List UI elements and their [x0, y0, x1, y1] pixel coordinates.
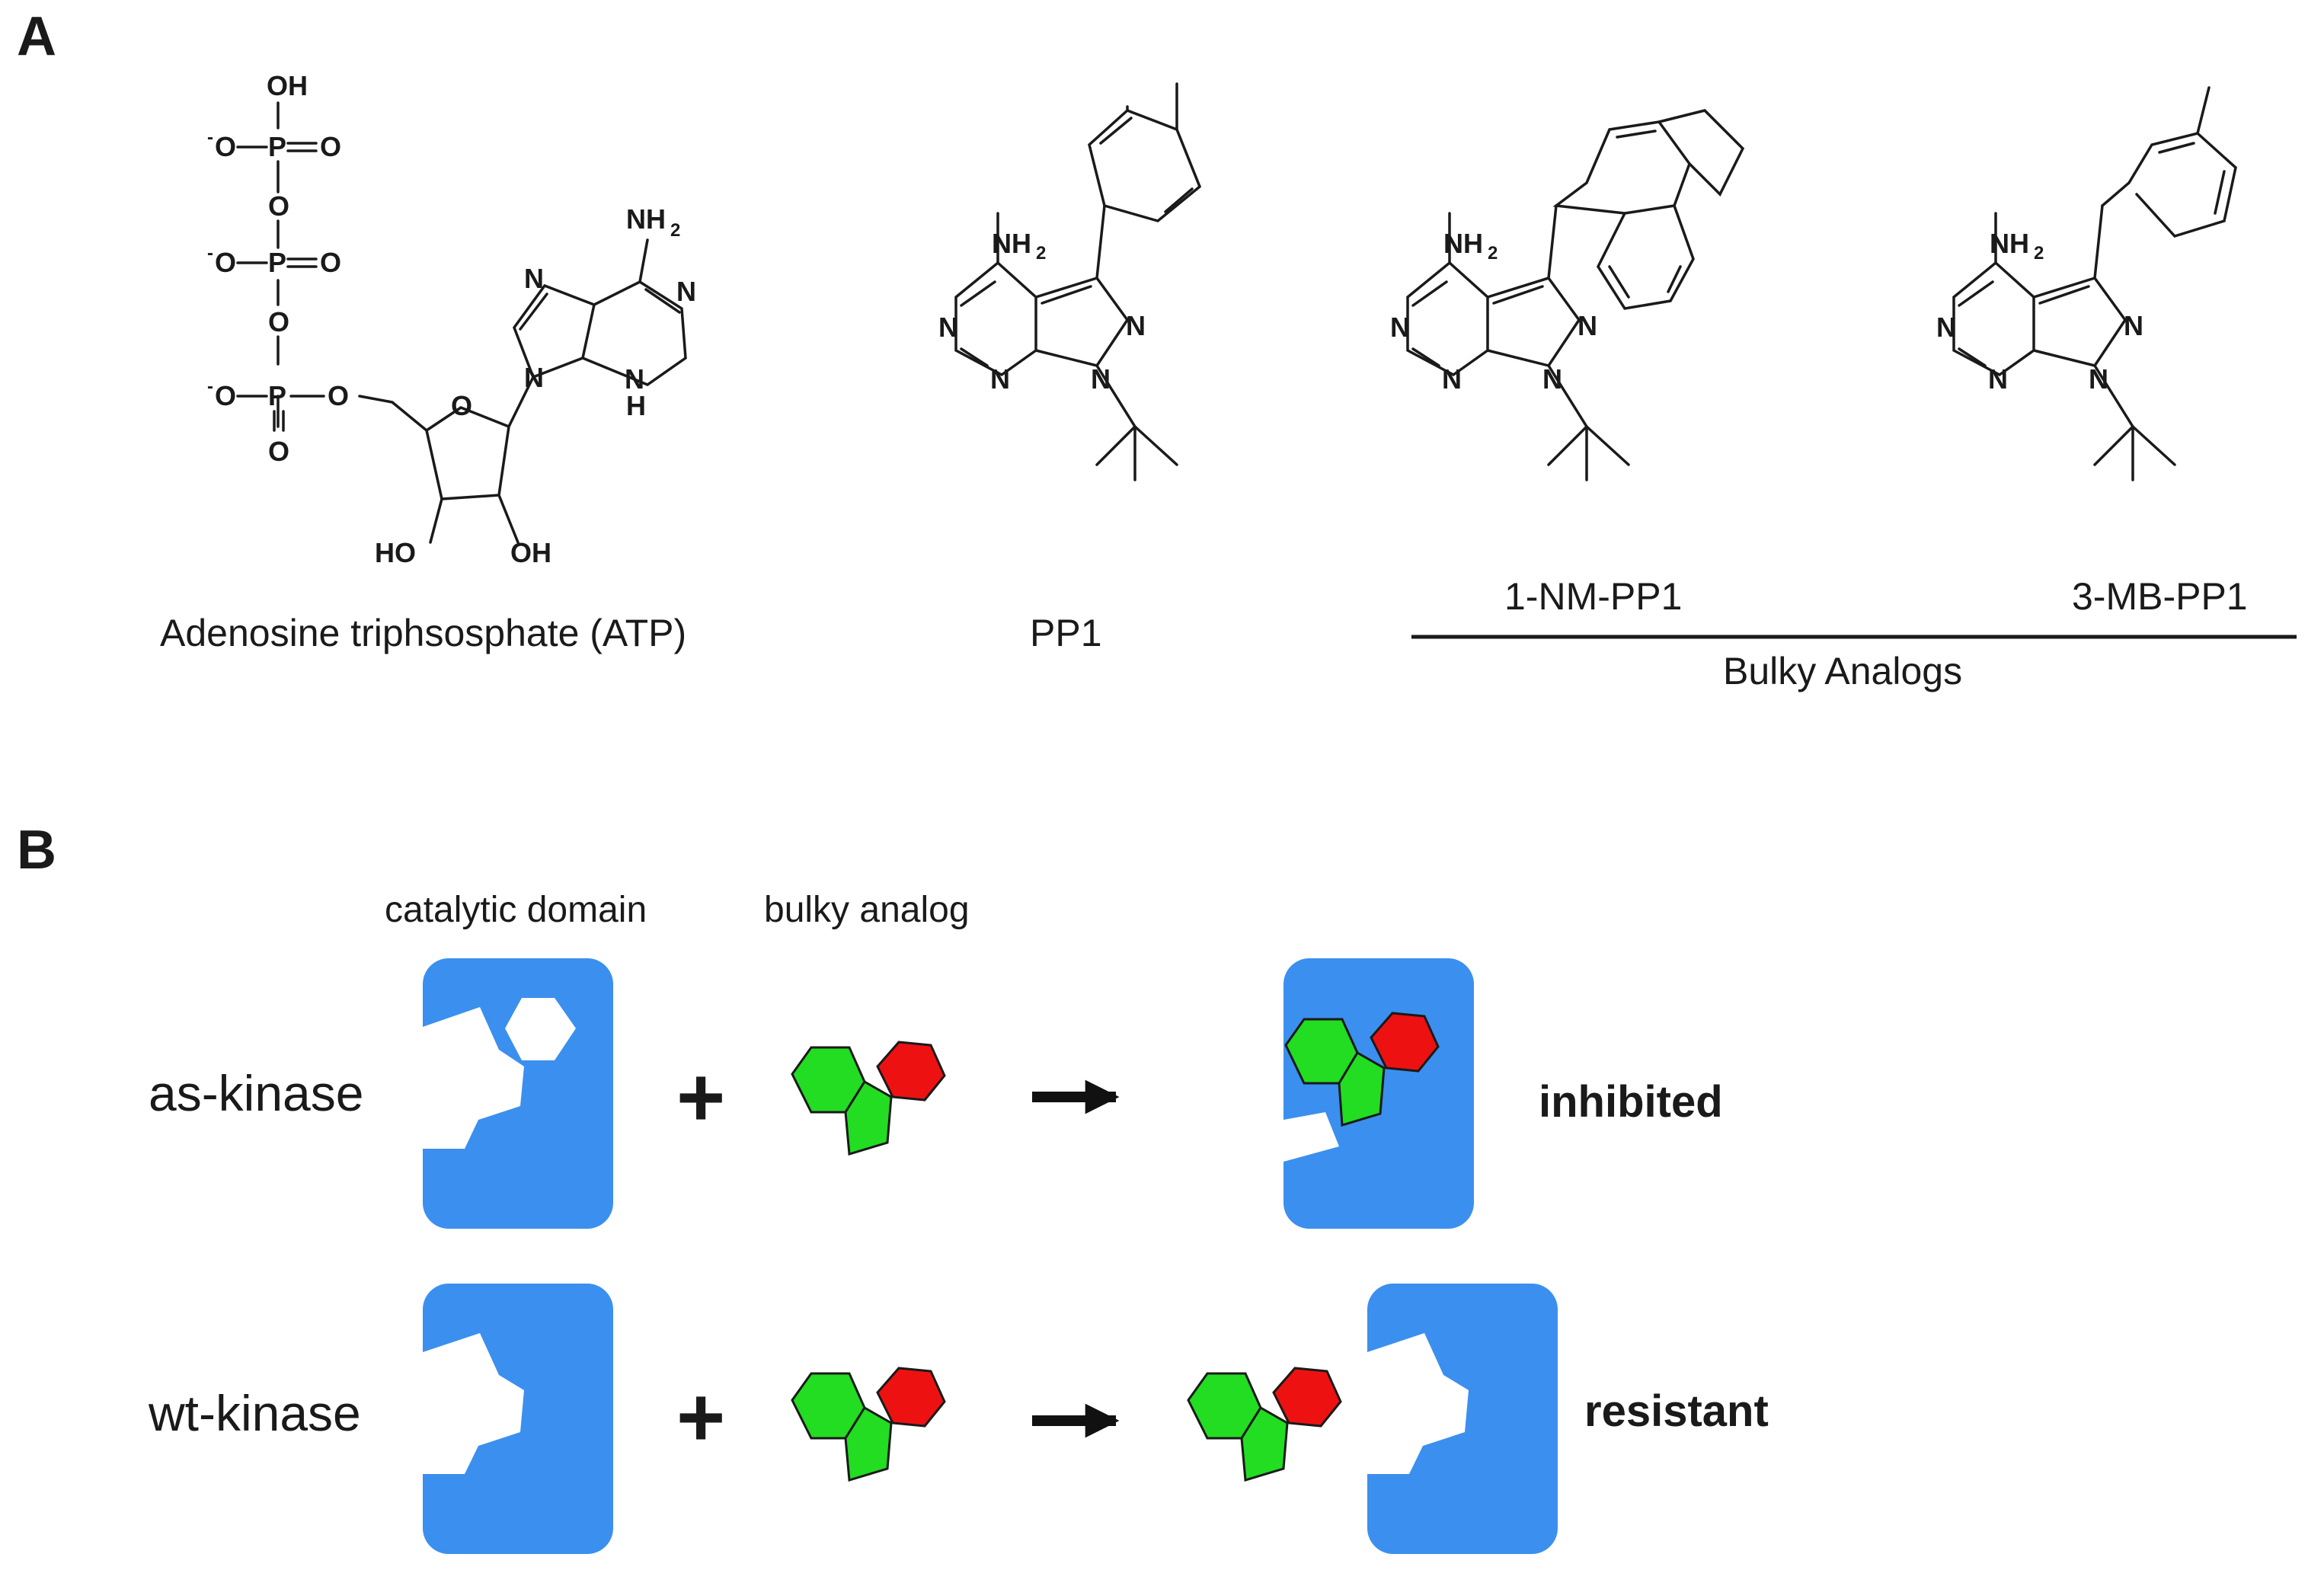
panel-b-label: B	[17, 820, 56, 881]
atp-bridge-o1: O	[268, 190, 289, 222]
resistant-label: resistant	[1584, 1386, 1769, 1436]
atp-n7: N	[524, 263, 544, 294]
atp-o1-neg: O	[215, 131, 236, 162]
pp1-n3: N	[1126, 310, 1146, 341]
mb-pp1-n2: N	[1988, 363, 2008, 395]
atp-o3: O	[268, 436, 289, 467]
atp-ester-o: O	[328, 380, 349, 411]
atp-structure	[236, 101, 687, 544]
as-inhibited-complex	[1283, 958, 1474, 1229]
atp-o2-neg: O	[215, 247, 236, 278]
wt-plus-sign: +	[676, 1370, 725, 1464]
as-kinase-label: as-kinase	[149, 1065, 363, 1121]
catalytic-domain-header: catalytic domain	[385, 890, 647, 930]
atp-charge-3: -	[207, 376, 213, 397]
atp-o3-neg: O	[215, 380, 236, 411]
atp-bridge-o2: O	[268, 306, 289, 337]
mb-pp1-structure	[1952, 86, 2237, 481]
pp1-structure	[954, 82, 1202, 481]
mb-pp1-n4: N	[2089, 363, 2108, 395]
atp-n9: N	[524, 362, 544, 393]
pp1-nh2: NH	[992, 228, 1031, 259]
inhibited-label: inhibited	[1539, 1077, 1723, 1127]
as-kinase-domain	[423, 958, 613, 1229]
atp-oh: OH	[510, 537, 551, 568]
nm-pp1-n3: N	[1578, 310, 1597, 341]
as-bulky-analog	[791, 1041, 946, 1156]
nm-pp1-nh2: NH	[1443, 228, 1483, 259]
atp-h: H	[626, 390, 646, 421]
atp-p3: P	[268, 380, 286, 411]
nm-pp1-nh2-sub: 2	[1488, 243, 1498, 264]
wt-kinase-label: wt-kinase	[148, 1385, 361, 1441]
atp-charge-1: -	[207, 127, 213, 148]
nm-pp1-n4: N	[1542, 363, 1562, 395]
wt-kinase-domain	[423, 1284, 613, 1554]
atp-p1: P	[268, 131, 286, 162]
wt-free-analog	[1187, 1367, 1342, 1482]
mb-pp1-n3: N	[2124, 310, 2143, 341]
nm-pp1-structure	[1406, 109, 1745, 481]
atp-nh2-sub: 2	[670, 220, 680, 241]
pp1-n4: N	[1091, 363, 1111, 395]
nm-pp1-caption: 1-NM-PP1	[1504, 575, 1682, 618]
atp-ring-o: O	[451, 390, 472, 421]
atp-oh-top: OH	[267, 70, 308, 101]
mb-pp1-nh2: NH	[1990, 228, 2029, 259]
as-plus-sign: +	[676, 1050, 725, 1144]
nm-pp1-n1: N	[1390, 312, 1410, 343]
mb-pp1-n1: N	[1936, 312, 1956, 343]
wt-resistant-domain	[1367, 1284, 1558, 1554]
atp-n3: N	[625, 363, 644, 395]
atp-ho: HO	[375, 537, 416, 568]
pp1-caption: PP1	[1030, 612, 1102, 654]
pp1-nh2-sub: 2	[1036, 243, 1046, 264]
atp-caption: Adenosine triphsosphate (ATP)	[160, 612, 686, 654]
pp1-n2: N	[990, 363, 1010, 395]
bulky-analogs-caption: Bulky Analogs	[1723, 650, 1962, 692]
panel-a-label: A	[17, 6, 56, 67]
nm-pp1-n2: N	[1442, 363, 1462, 395]
pp1-n1: N	[938, 312, 958, 343]
mb-pp1-caption: 3-MB-PP1	[2072, 575, 2248, 618]
atp-p2: P	[268, 247, 286, 278]
atp-nh2: NH	[626, 203, 666, 235]
wt-bulky-analog	[791, 1367, 946, 1482]
atp-charge-2: -	[207, 243, 213, 264]
atp-o1: O	[320, 131, 341, 162]
atp-n1: N	[676, 276, 696, 307]
atp-o2: O	[320, 247, 341, 278]
bulky-analog-header: bulky analog	[764, 890, 970, 930]
mb-pp1-nh2-sub: 2	[2034, 243, 2044, 264]
